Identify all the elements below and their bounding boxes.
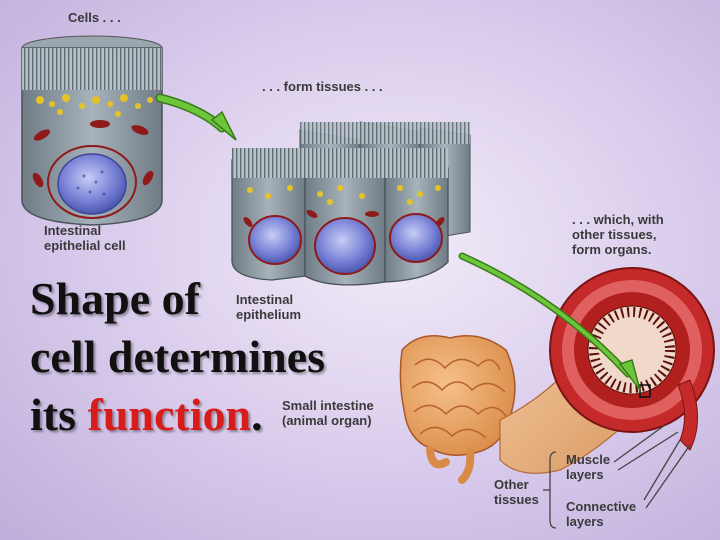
label-which-with-other-tissues: . . . which, with other tissues, form or…: [572, 212, 664, 257]
headline-text: Shape of cell determines its function.: [30, 270, 325, 444]
headline-prefix: its: [30, 389, 88, 440]
label-cells: Cells . . .: [68, 10, 121, 25]
headline-period: .: [251, 389, 263, 440]
label-other-tissues: Other tissues: [494, 477, 539, 507]
headline-line-2: cell determines: [30, 331, 326, 382]
epithelium-tissue-illustration: [231, 121, 471, 286]
layers-bracket: [543, 424, 691, 529]
label-connective-layers: Connective layers: [566, 499, 637, 529]
epithelial-cell-illustration: [21, 35, 163, 226]
arrow-tissue-to-organ: [458, 252, 641, 391]
label-form-tissues: . . . form tissues . . .: [262, 79, 383, 94]
label-small-intestine: Small intestine (animal organ): [282, 398, 374, 428]
small-intestine-illustration: [399, 335, 516, 484]
intestine-cross-section-illustration: [499, 267, 715, 474]
headline-line-1: Shape of: [30, 273, 200, 324]
label-intestinal-epithelium: Intestinal epithelium: [236, 292, 302, 322]
headline-function-word: function: [87, 389, 252, 440]
headline-line-3: its function.: [30, 386, 325, 444]
label-intestinal-epithelial-cell: Intestinal epithelial cell: [44, 223, 126, 253]
label-muscle-layers: Muscle layers: [566, 452, 611, 482]
arrow-cell-to-tissue: [155, 93, 237, 141]
